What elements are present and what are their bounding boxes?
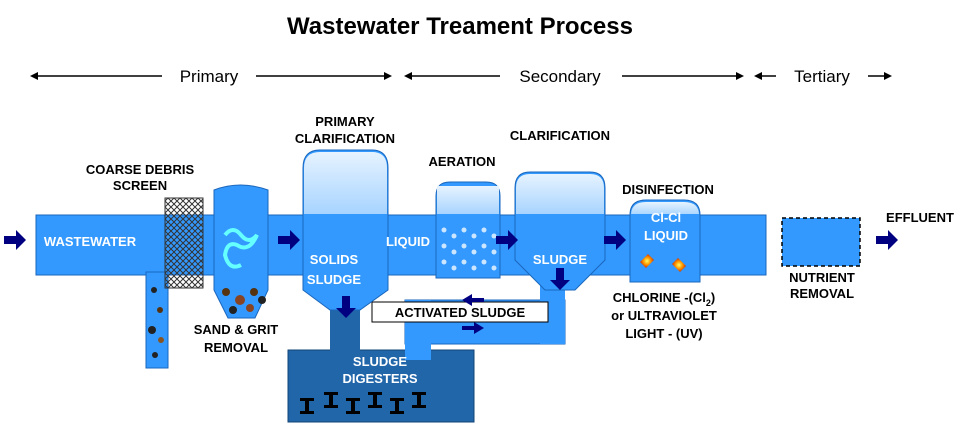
label-primary-clarification-2: CLARIFICATION [295,131,395,146]
mixer-icon [368,392,382,408]
mixer-icon [390,398,404,414]
secondary-clarifier-tank [514,171,606,291]
sand-grit-chamber [213,184,269,319]
stage-bar-primary: Primary [30,67,392,86]
label-sand-grit: SAND & GRIT [194,322,279,337]
label-sludge-clarifier: SLUDGE [533,252,588,267]
aeration-tank [435,181,501,279]
label-nutrient: NUTRIENT [789,270,855,285]
label-nutrient-removal: REMOVAL [790,286,854,301]
diagram-title: Wastewater Treament Process [287,13,633,40]
label-sludge-digesters-1: SLUDGE [353,354,408,369]
aeration-bubbles [441,227,497,271]
arrow-return-right [462,322,484,334]
label-removal: REMOVAL [204,340,268,355]
primary-clarifier-tank [302,149,389,311]
arrow-grit-to-primary [278,230,300,250]
arrow-clarifier-to-disinfection [604,230,626,250]
stage-label-tertiary: Tertiary [794,67,850,86]
label-solids: SOLIDS [310,252,359,267]
label-cl-cl: Cl-Cl [651,210,681,225]
coarse-debris-screen [164,197,204,289]
mixer-icon [346,398,360,414]
mixer-icon [300,398,314,414]
arrow-aeration-to-clarifier [496,230,518,250]
debris-particles [148,287,164,358]
label-coarse-debris: COARSE DEBRIS [86,162,195,177]
arrow-in [4,230,26,250]
label-sludge-primary: SLUDGE [307,272,362,287]
disinfection-tank [629,199,701,283]
label-chlorine: CHLORINE -(Cl2) [613,290,716,308]
label-disinfection: DISINFECTION [622,182,714,197]
arrow-effluent [876,230,898,250]
arrow-sludge-down [550,268,570,290]
label-clarification: CLARIFICATION [510,128,610,143]
digester-mixers [300,392,426,414]
return-sludge-pipe [371,270,566,360]
nutrient-removal-box [781,217,861,267]
flow-arrows [4,230,898,334]
label-liquid-disinfection: LIQUID [644,228,688,243]
label-ultraviolet: or ULTRAVIOLET [611,308,717,323]
screen-drop-pipe [145,271,169,369]
label-screen: SCREEN [113,178,167,193]
label-primary-clarification-1: PRIMARY [315,114,375,129]
stage-bar-tertiary: Tertiary [754,67,892,86]
arrow-return-left [462,294,484,306]
label-sludge-digesters-2: DIGESTERS [342,371,417,386]
mixer-icon [324,392,338,408]
label-wastewater: WASTEWATER [44,234,137,249]
label-activated-sludge: ACTIVATED SLUDGE [395,305,526,320]
arrow-solids-down [336,296,356,318]
mixer-icon [412,392,426,408]
label-effluent: EFFLUENT [886,210,954,225]
stage-label-secondary: Secondary [519,67,601,86]
stage-label-primary: Primary [180,67,239,86]
label-aeration: AERATION [429,154,496,169]
stage-bar-secondary: Secondary [404,67,744,86]
label-liquid-aeration: LIQUID [386,234,430,249]
label-uv-light: LIGHT - (UV) [625,326,702,341]
